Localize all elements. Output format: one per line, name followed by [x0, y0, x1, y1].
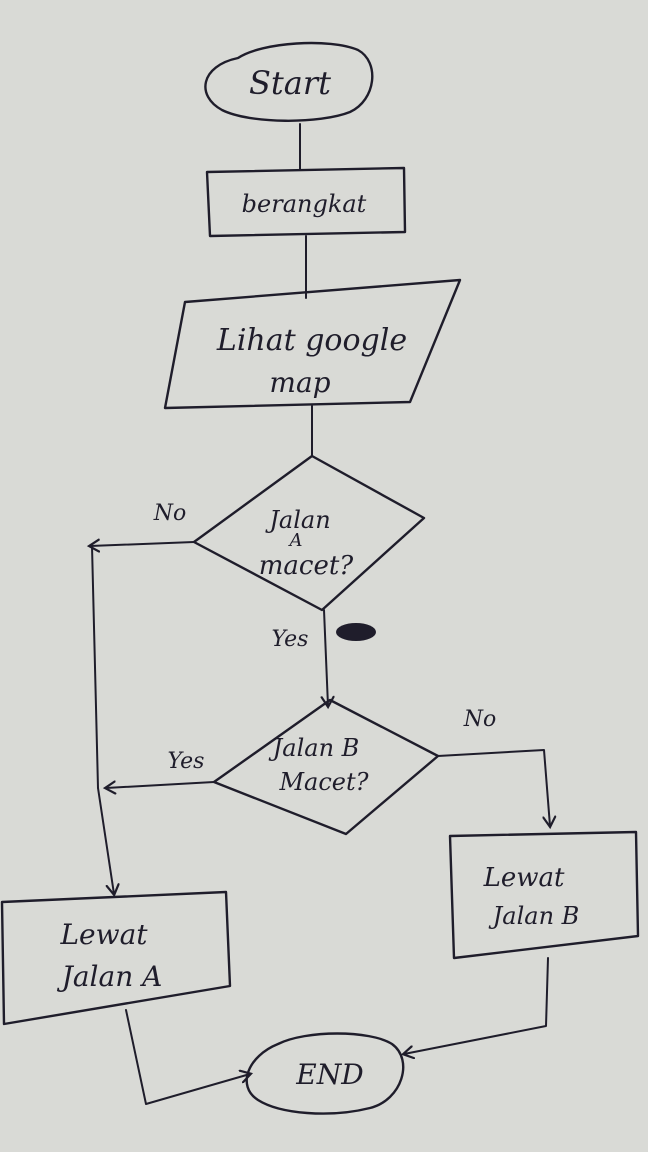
- connector-left-trunk: [91, 545, 99, 789]
- process-b-line1: Lewat: [483, 863, 565, 893]
- connector-process-b-end: [404, 957, 549, 1054]
- start-label: Start: [249, 64, 331, 102]
- connector-b-no: [437, 749, 550, 826]
- edge-a-no-label: No: [153, 501, 187, 526]
- decision-a-line1: Jalan: [264, 506, 330, 534]
- decision-a-line3: macet?: [259, 551, 355, 581]
- process-lewat-jalan-b: [448, 830, 640, 960]
- decision-jalan-b-macet: [212, 698, 440, 836]
- start-terminator: [204, 41, 374, 122]
- input-google-map: [163, 278, 462, 410]
- process-a-line2: Jalan A: [57, 960, 163, 993]
- edge-b-yes-label: Yes: [168, 749, 205, 774]
- process-a-line1: Lewat: [59, 918, 148, 951]
- berangkat-label: berangkat: [242, 190, 367, 218]
- connector-b-yes: [106, 782, 215, 788]
- decision-a-line2: A: [288, 530, 303, 551]
- end-label: END: [295, 1058, 363, 1091]
- edge-a-yes-label: Yes: [272, 627, 309, 652]
- connector-process-a-end: [125, 1009, 250, 1105]
- end-terminator: [245, 1032, 405, 1115]
- input-label-line2: map: [269, 366, 330, 399]
- process-lewat-jalan-a: [0, 890, 232, 1026]
- decision-b-line1: Jalan B: [268, 734, 360, 762]
- ink-blot: [336, 623, 376, 641]
- edge-b-no-label: No: [463, 707, 497, 732]
- connector-left-to-process-a: [97, 787, 114, 894]
- decision-jalan-a-macet: [192, 454, 426, 612]
- input-label-line1: Lihat google: [216, 323, 407, 358]
- connector-a-no: [90, 542, 195, 546]
- connector-a-yes: [324, 609, 328, 706]
- process-b-line2: Jalan B: [488, 902, 580, 930]
- decision-b-line2: Macet?: [278, 768, 368, 796]
- process-berangkat: [205, 166, 407, 238]
